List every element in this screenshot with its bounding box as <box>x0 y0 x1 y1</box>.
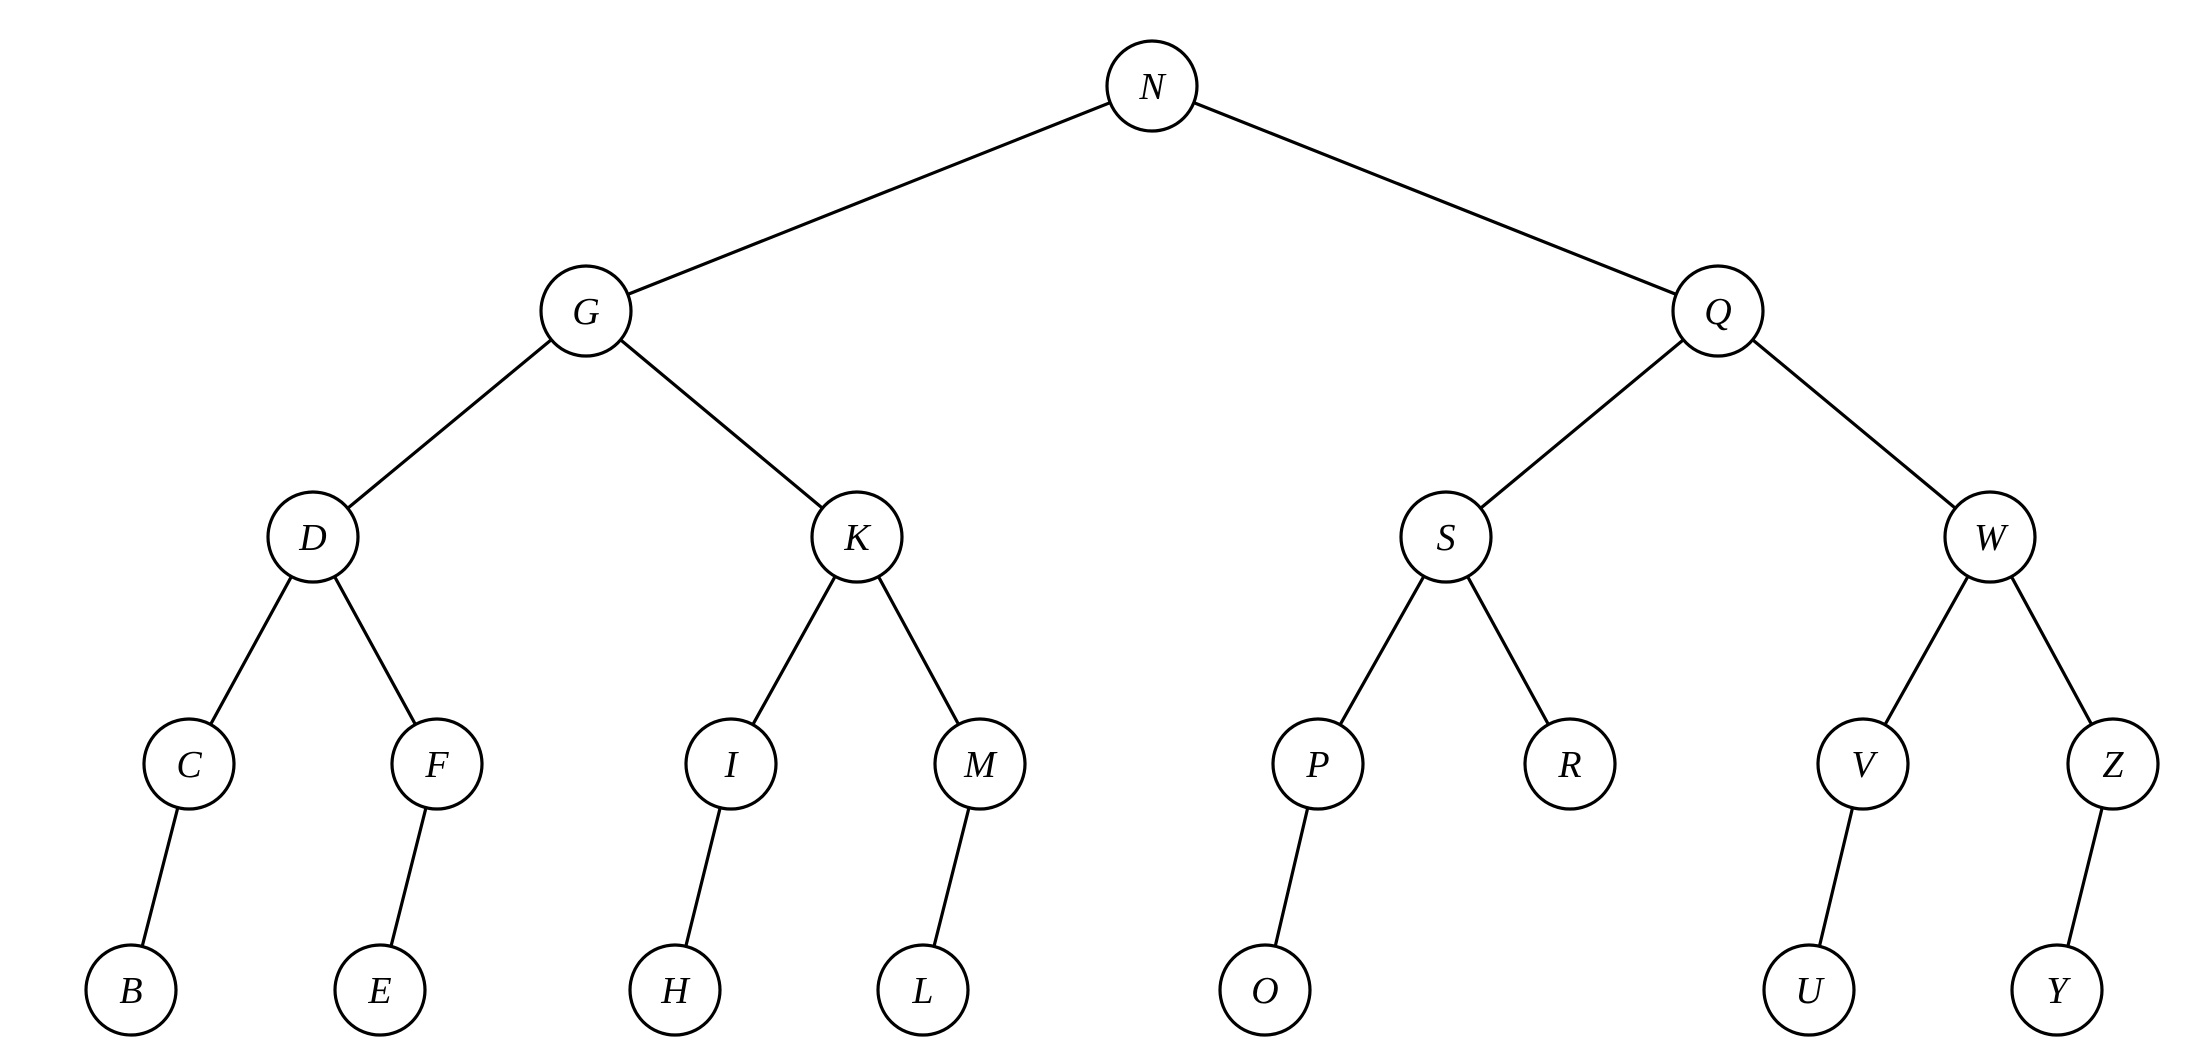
node-label: L <box>911 970 933 1012</box>
edge-g-k <box>584 309 859 539</box>
node-label: O <box>1251 970 1278 1012</box>
tree-nodes: N G Q D K S W C F I M P R V Z B E H L O U Y <box>84 39 2160 1037</box>
node-e: E <box>333 943 427 1037</box>
node-label: U <box>1795 970 1825 1012</box>
node-label: P <box>1305 744 1329 786</box>
node-circle <box>2010 943 2104 1037</box>
node-label: I <box>724 744 740 786</box>
node-l: L <box>876 943 970 1037</box>
edge-n-g <box>584 84 1154 313</box>
node-m: M <box>933 717 1027 811</box>
node-circle <box>876 943 970 1037</box>
node-f: F <box>390 717 484 811</box>
node-label: Y <box>2046 970 2071 1012</box>
node-circle <box>1523 717 1617 811</box>
node-d: D <box>266 490 360 584</box>
node-label: Z <box>2102 744 2124 786</box>
node-h: H <box>628 943 722 1037</box>
node-b: B <box>84 943 178 1037</box>
node-o: O <box>1218 943 1312 1037</box>
node-circle <box>1671 264 1765 358</box>
node-q: Q <box>1671 264 1765 358</box>
node-circle <box>1218 943 1312 1037</box>
node-label: V <box>1851 744 1878 786</box>
node-r: R <box>1523 717 1617 811</box>
node-label: D <box>298 517 326 559</box>
node-circle <box>1762 943 1856 1037</box>
node-circle <box>142 717 236 811</box>
node-label: W <box>1974 517 2009 559</box>
node-circle <box>333 943 427 1037</box>
node-label: S <box>1437 517 1456 559</box>
node-circle <box>266 490 360 584</box>
node-label: M <box>963 744 998 786</box>
node-circle <box>684 717 778 811</box>
edge-g-d <box>311 309 588 539</box>
node-circle <box>539 264 633 358</box>
node-label: C <box>176 744 202 786</box>
edge-n-q <box>1150 84 1720 313</box>
node-v: V <box>1816 717 1910 811</box>
node-c: C <box>142 717 236 811</box>
edge-q-w <box>1716 309 1992 539</box>
node-circle <box>1399 490 1493 584</box>
tree-edges <box>129 84 2115 992</box>
node-label: G <box>572 291 599 333</box>
node-i: I <box>684 717 778 811</box>
edge-q-s <box>1444 309 1720 539</box>
node-circle <box>933 717 1027 811</box>
node-circle <box>810 490 904 584</box>
node-g: G <box>539 264 633 358</box>
node-p: P <box>1271 717 1365 811</box>
node-n: N <box>1105 39 1199 133</box>
node-circle <box>1105 39 1199 133</box>
node-label: H <box>660 970 691 1012</box>
node-u: U <box>1762 943 1856 1037</box>
node-s: S <box>1399 490 1493 584</box>
node-z: Z <box>2066 717 2160 811</box>
node-circle <box>84 943 178 1037</box>
node-label: N <box>1138 66 1167 108</box>
node-label: Q <box>1704 291 1731 333</box>
node-label: B <box>119 970 142 1012</box>
node-w: W <box>1943 490 2037 584</box>
node-label: R <box>1557 744 1581 786</box>
node-circle <box>2066 717 2160 811</box>
node-k: K <box>810 490 904 584</box>
node-label: K <box>843 517 871 559</box>
node-label: F <box>424 744 449 786</box>
node-circle <box>390 717 484 811</box>
node-circle <box>1816 717 1910 811</box>
node-circle <box>628 943 722 1037</box>
node-circle <box>1271 717 1365 811</box>
node-label: E <box>367 970 391 1012</box>
node-y: Y <box>2010 943 2104 1037</box>
node-circle <box>1943 490 2037 584</box>
